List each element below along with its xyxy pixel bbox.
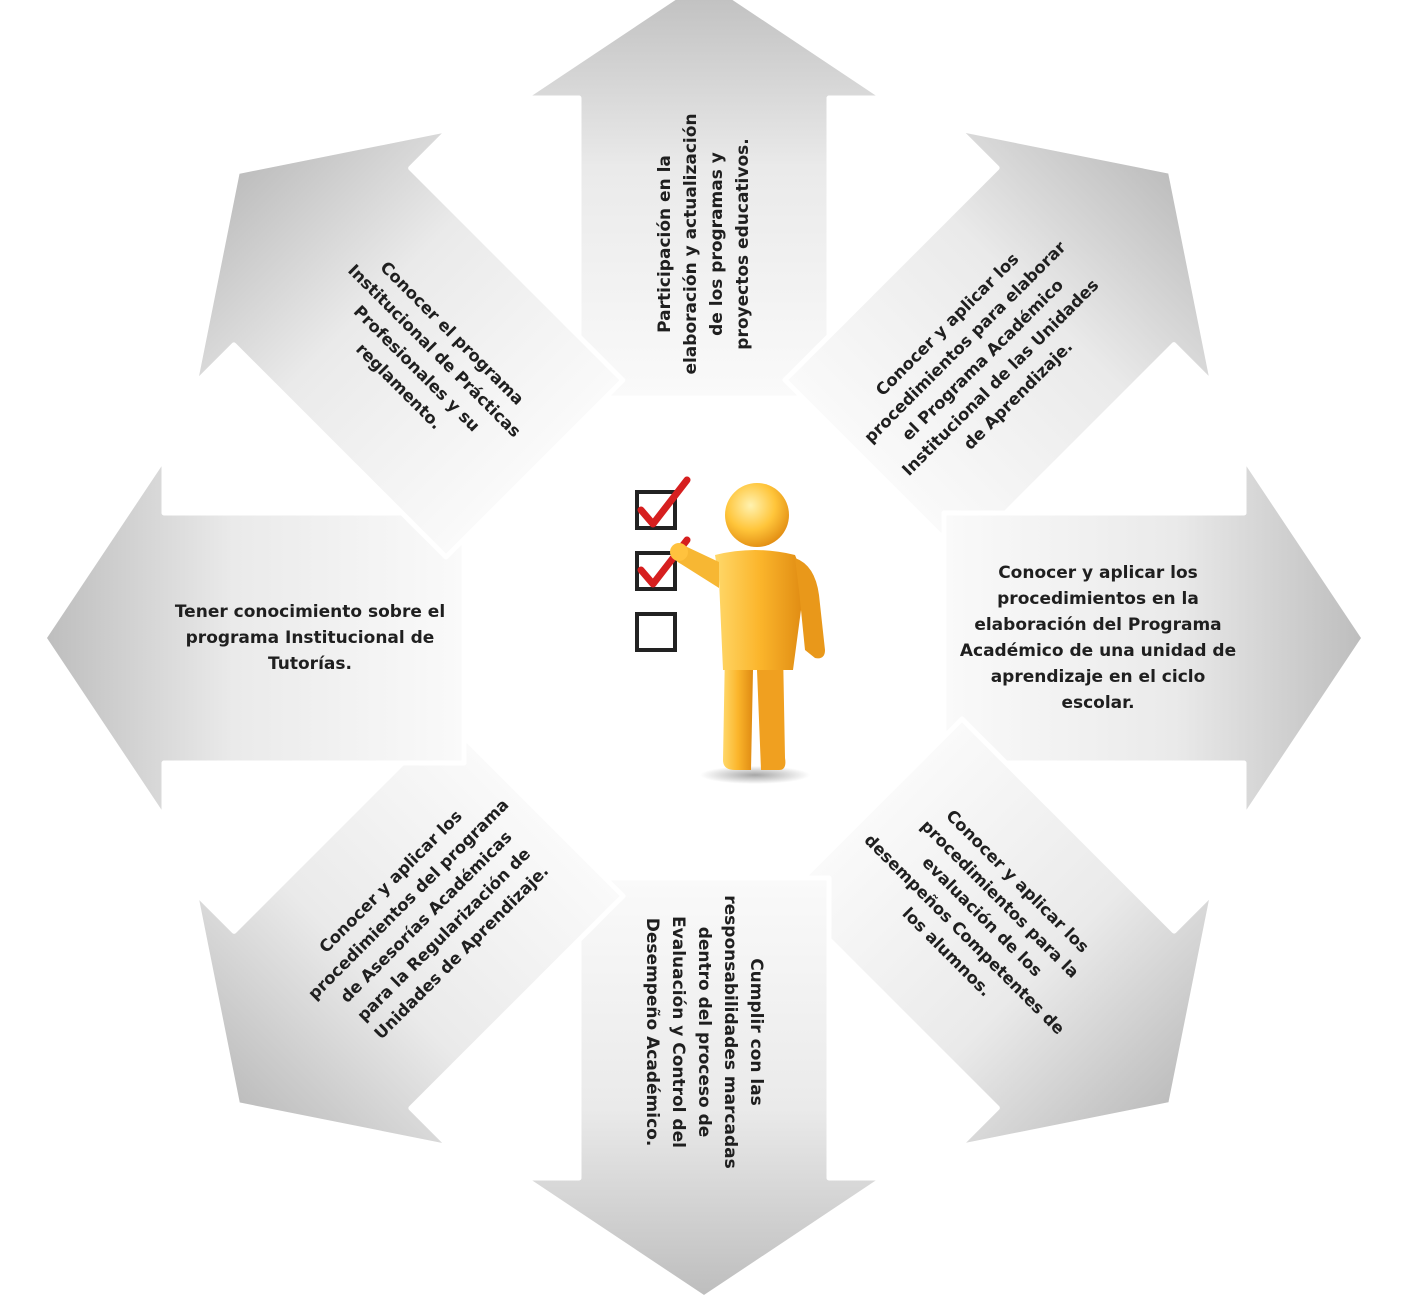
diagram-item-label: Tener conocimiento sobre el programa Ins… xyxy=(174,602,446,674)
diagram-item-label: Conocer y aplicar los procedimientos en … xyxy=(959,563,1237,713)
diagram-arm-top: Participación en la elaboración y actual… xyxy=(521,0,887,401)
diagram-arm-top-right: Conocer y aplicar los procedimientos par… xyxy=(782,83,1259,560)
diagram-arm-top-left: Conocer el programa Institucional de Prá… xyxy=(149,83,626,560)
diagram-item-label: Cumplir con las responsabilidades marcad… xyxy=(642,895,766,1169)
octagon-diagram: Participación en la elaboración y actual… xyxy=(41,0,1367,1298)
diagram-item-label: Participación en la elaboración y actual… xyxy=(655,113,753,375)
diagram-arm-bottom-right: Conocer y aplicar los procedimientos par… xyxy=(782,716,1259,1193)
diagram-arm-bottom-left: Conocer y aplicar los procedimientos del… xyxy=(149,716,626,1193)
diagram-arm-bottom: Cumplir con las responsabilidades marcad… xyxy=(521,875,887,1298)
person-checklist-icon xyxy=(615,470,845,790)
checkbox-1 xyxy=(635,476,691,530)
diagram-arm-left: Tener conocimiento sobre el programa Ins… xyxy=(41,455,467,821)
checkbox-3 xyxy=(635,612,677,652)
diagram-arm-right: Conocer y aplicar los procedimientos en … xyxy=(941,455,1367,821)
